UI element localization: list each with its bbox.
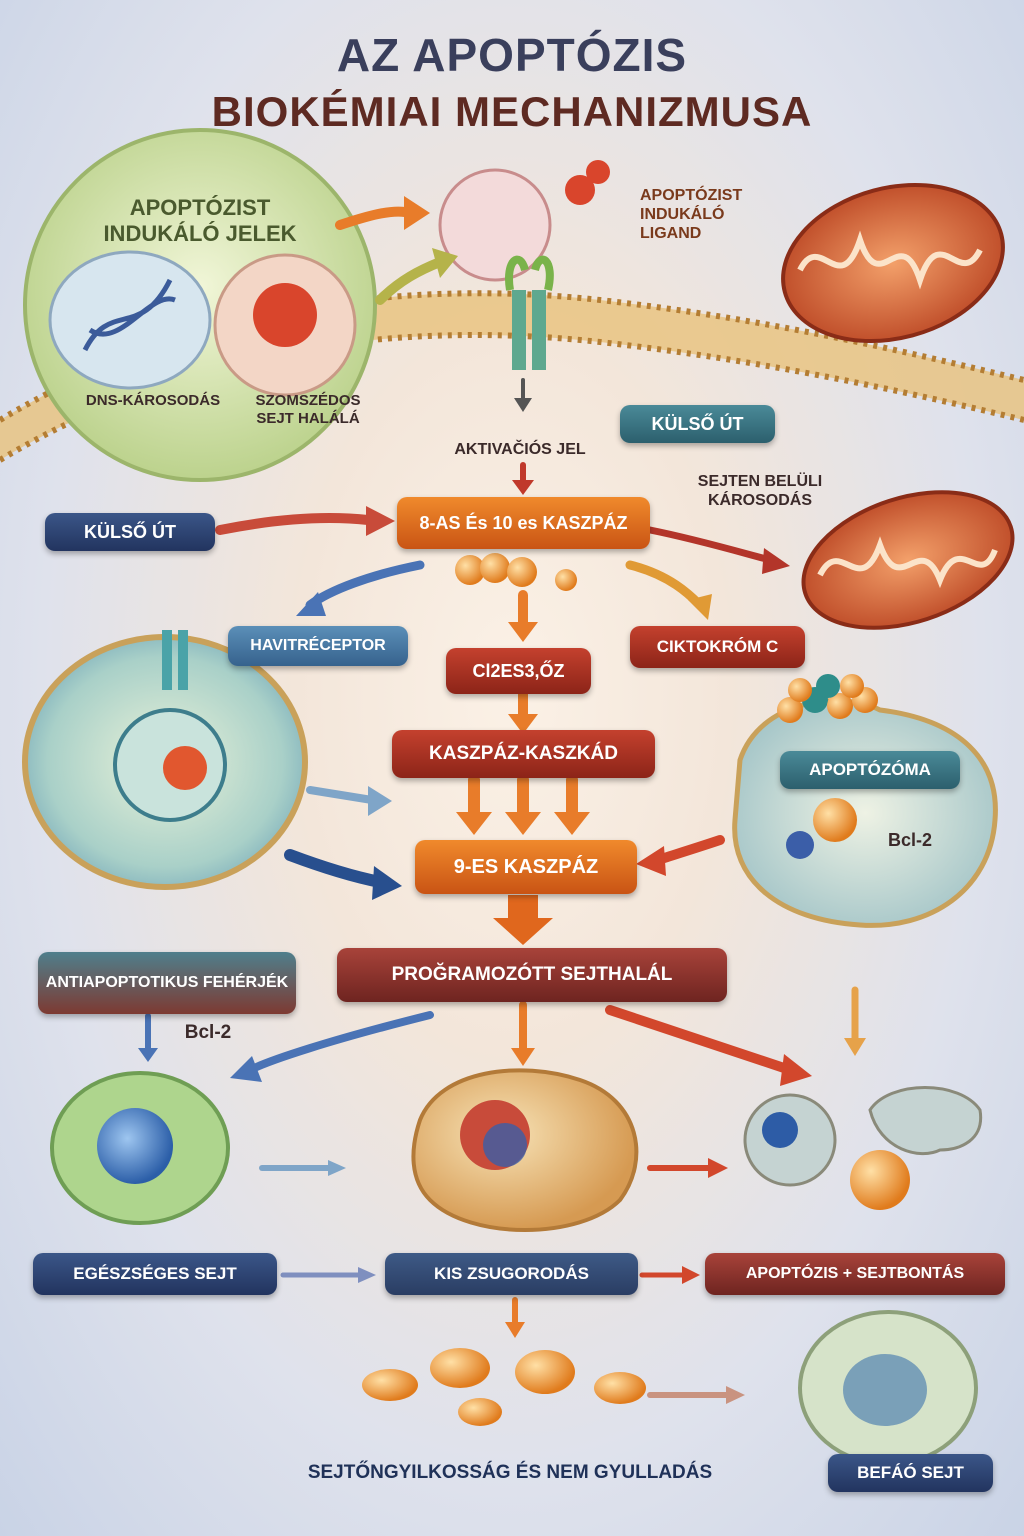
receptor-illustration bbox=[438, 160, 610, 370]
antiapoptotic-box: ANTIAPOPTOTIKUS FEHÉRJÉK bbox=[38, 952, 296, 1014]
page-subtitle: BIOKÉMIAI MECHANIZMUSA bbox=[211, 88, 813, 135]
external-path-badge-right: KÜLSŐ ÚT bbox=[620, 405, 775, 443]
fragmenting-cell bbox=[743, 1086, 983, 1210]
apoptosome-box: APOPTÓZÓMA bbox=[780, 751, 960, 789]
bcl2-right-label: Bcl-2 bbox=[887, 830, 932, 850]
cytochrome-c-box: CIKTOKRÓM C bbox=[630, 626, 805, 668]
intracellular-damage-label: SEJTEN BELÜLI KÁROSODÁS bbox=[697, 473, 823, 510]
bcl2-left-label: Bcl-2 bbox=[184, 1022, 232, 1043]
flow-arrows bbox=[138, 196, 866, 1404]
shrinking-cell bbox=[411, 1068, 639, 1232]
activation-signal-label: AKTIVAČIÓS JEL bbox=[454, 441, 586, 458]
healthy-cell bbox=[50, 1071, 230, 1225]
engulfed-cell bbox=[798, 1310, 978, 1466]
mitochondrion-top bbox=[781, 182, 1005, 344]
neighbor-death-label: SZOMSZÉDOS SEJT HALÁLÁ bbox=[255, 392, 361, 427]
caspase-cascade-box: KASZPÁZ-KASZKÁD bbox=[392, 730, 655, 778]
dead-cell-badge: BEFÁÓ SEJT bbox=[828, 1454, 993, 1492]
ligand-label: APOPTÓZIST INDUKÁLÓ LIGAND bbox=[640, 187, 743, 243]
death-receptor-box: HAVITRÉCEPTOR bbox=[228, 626, 408, 666]
healthy-cell-badge: EGÉSZSÉGES SEJT bbox=[33, 1253, 277, 1295]
caspase-8-10-box: 8-AS És 10 es KASZPÁZ bbox=[397, 497, 650, 549]
page-title: AZ APOPTÓZIS bbox=[336, 29, 688, 81]
signals-heading: APOPTÓZIST INDUKÁLÓ JELEK bbox=[103, 195, 297, 247]
footer-label: SEJTŐNGYILKOSSÁG ÉS NEM GYULLADÁS bbox=[307, 1462, 713, 1483]
caspase-particles bbox=[455, 553, 878, 723]
shrinking-badge: KIS ZSUGORODÁS bbox=[385, 1253, 638, 1295]
programmed-death-box: PROĞRAMOZÓTT SEJTHALÁL bbox=[337, 948, 727, 1002]
signals-circle bbox=[23, 128, 377, 482]
mitochondrion-mid bbox=[801, 490, 1015, 630]
ci2es-box: Cl2ES3,ŐZ bbox=[446, 648, 591, 694]
left-cell bbox=[22, 630, 308, 890]
apoptotic-bodies bbox=[362, 1348, 646, 1426]
dna-damage-label: DNS-KÁROSODÁS bbox=[85, 392, 221, 409]
external-path-badge-left: KÜLSŐ ÚT bbox=[45, 513, 215, 551]
caspase-9-box: 9-ES KASZPÁZ bbox=[415, 840, 637, 894]
apoptosis-badge: APOPTÓZIS + SEJTBONTÁS bbox=[705, 1253, 1005, 1295]
apoptosome-cell bbox=[732, 698, 998, 928]
